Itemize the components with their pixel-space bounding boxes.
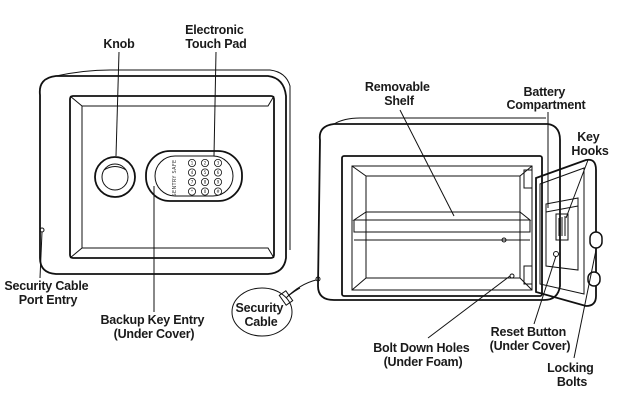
reset-button — [553, 251, 559, 257]
label-removable-shelf: Removable Shelf — [365, 80, 433, 108]
keypad-keys: 1 2 3 4 5 6 7 8 9 * 0 # — [187, 158, 222, 196]
keypad-key — [187, 168, 196, 177]
keypad-key-label: 5 — [204, 170, 207, 175]
open-safe — [317, 117, 603, 307]
label-bolt-down-holes: Bolt Down Holes (Under Foam) — [373, 341, 473, 369]
keypad-key-label: 0 — [204, 189, 207, 194]
label-reset-button: Reset Button (Under Cover) — [490, 325, 571, 353]
keypad-key-label: 2 — [204, 160, 207, 165]
keypad-key-label: 3 — [217, 160, 220, 165]
label-battery-compartment: Battery Compartment — [506, 85, 586, 112]
keypad-key-label: 9 — [217, 179, 220, 184]
bolt-down-hole — [501, 237, 507, 243]
keypad-key — [200, 158, 209, 167]
keypad-key-label: 7 — [191, 179, 194, 184]
label-locking-bolts: Locking Bolts — [547, 361, 597, 389]
keypad-key — [213, 177, 222, 186]
keypad-key — [213, 187, 222, 196]
battery-compartment — [545, 197, 579, 271]
closed-safe-door — [69, 95, 275, 259]
security-cable — [231, 276, 321, 337]
closed-safe: SENTRY SAFE 1 2 3 4 5 6 7 8 9 * 0 # — [38, 69, 291, 275]
keypad-key — [200, 168, 209, 177]
knob — [94, 156, 136, 198]
keypad-brand: SENTRY SAFE — [172, 160, 178, 197]
keypad-key-label: 8 — [204, 179, 207, 184]
keypad-key-label: 1 — [191, 160, 194, 165]
keypad-key — [213, 158, 222, 167]
electronic-touch-pad: SENTRY SAFE 1 2 3 4 5 6 7 8 9 * 0 # — [145, 150, 243, 202]
label-electronic-touch-pad: Electronic Touch Pad — [185, 23, 247, 51]
open-door — [535, 158, 603, 307]
keypad-key-label: 4 — [191, 170, 194, 175]
keypad-key — [200, 187, 209, 196]
keypad-key — [187, 158, 196, 167]
keypad-key — [200, 177, 209, 186]
keypad-key-label: * — [191, 189, 193, 194]
label-security-cable-port-entry: Security Cable Port Entry — [4, 279, 91, 307]
label-key-hooks: Key Hooks — [571, 130, 608, 158]
text-labels: Knob Electronic Touch Pad Security Cable… — [4, 23, 609, 389]
keypad-key — [213, 168, 222, 177]
leader-lines — [39, 51, 597, 359]
keypad-key-label: 6 — [217, 170, 220, 175]
removable-shelf — [352, 211, 532, 241]
keypad-key-label: # — [216, 189, 220, 194]
label-backup-key-entry: Backup Key Entry (Under Cover) — [100, 313, 207, 341]
label-knob: Knob — [103, 37, 135, 51]
keypad-key — [187, 177, 196, 186]
key-hooks — [555, 213, 569, 241]
label-security-cable: Security Cable — [235, 301, 286, 329]
keypad-key — [187, 187, 196, 196]
bolt-down-hole — [509, 273, 515, 279]
